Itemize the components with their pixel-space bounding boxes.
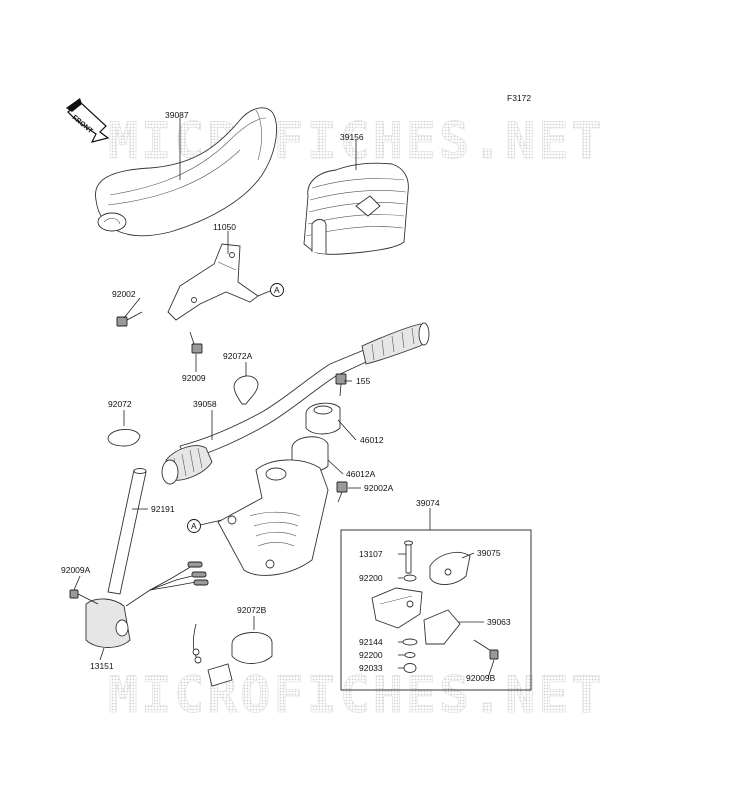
- holder-46012: [305, 402, 341, 435]
- label-39058: 39058: [193, 399, 217, 409]
- switch-13151: [85, 561, 209, 648]
- figure-code: F3172: [507, 93, 531, 103]
- label-92009A: 92009A: [61, 565, 91, 575]
- tube-92191: [107, 468, 147, 595]
- kit-box-39074: [340, 529, 532, 691]
- label-13151: 13151: [90, 661, 114, 671]
- label-92009B: 92009B: [466, 673, 496, 683]
- kit-parts-39074: [371, 540, 499, 673]
- clip-92072: [107, 429, 141, 447]
- front-arrow-icon: FRONT: [66, 98, 110, 143]
- label-92002: 92002: [112, 289, 136, 299]
- bolt-155: [335, 373, 347, 397]
- label-92200-lower: 92200: [359, 650, 383, 660]
- handle-cover-39087: [95, 107, 277, 237]
- bolt-92009A: [69, 589, 99, 605]
- bracket-11050: [167, 243, 259, 321]
- label-92072: 92072: [108, 399, 132, 409]
- svg-text:A: A: [191, 521, 197, 531]
- label-92002A: 92002A: [364, 483, 394, 493]
- callout-a-lower: A: [187, 519, 223, 533]
- svg-text:A: A: [274, 285, 280, 295]
- callout-a-upper: A: [257, 283, 284, 297]
- label-155: 155: [356, 376, 370, 386]
- bolt-92002: [116, 311, 143, 327]
- label-92072A: 92072A: [223, 351, 253, 361]
- bolt-92002A: [336, 481, 348, 503]
- clamp-92072B: [192, 623, 273, 687]
- label-39074: 39074: [416, 498, 440, 508]
- label-92072B: 92072B: [237, 605, 267, 615]
- label-13107: 13107: [359, 549, 383, 559]
- label-39063: 39063: [487, 617, 511, 627]
- label-92200-upper: 92200: [359, 573, 383, 583]
- part-labels: 39087 39156 11050 92002 92009 92072A 155…: [61, 110, 511, 683]
- label-92009: 92009: [182, 373, 206, 383]
- label-39075: 39075: [477, 548, 501, 558]
- leader-lines: [73, 118, 495, 679]
- label-11050: 11050: [213, 222, 236, 232]
- label-46012: 46012: [360, 435, 384, 445]
- boot-39156: [303, 162, 409, 255]
- steering-bracket: [217, 459, 329, 576]
- clip-92072A: [233, 375, 259, 405]
- bolt-92009: [189, 331, 203, 354]
- label-39087: 39087: [165, 110, 189, 120]
- watermark-bottom: MICROFICHES.NET: [108, 666, 605, 724]
- label-92033: 92033: [359, 663, 383, 673]
- label-46012A: 46012A: [346, 469, 376, 479]
- label-92144: 92144: [359, 637, 383, 647]
- label-39156: 39156: [340, 132, 364, 142]
- handlebar-39058: [161, 322, 430, 485]
- label-92191: 92191: [151, 504, 175, 514]
